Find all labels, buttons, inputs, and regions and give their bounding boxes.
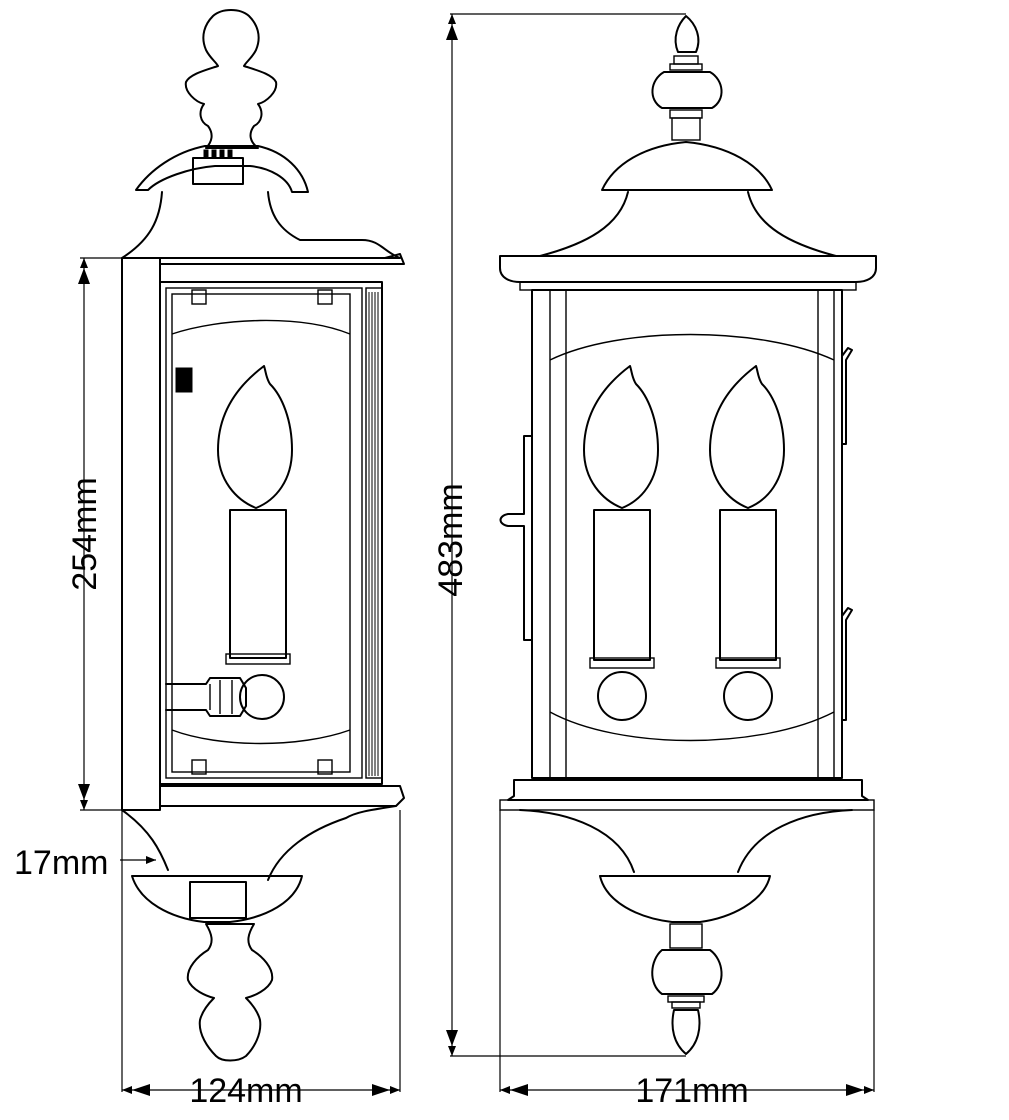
side-support-arm — [165, 677, 247, 717]
front-top-knob — [651, 71, 723, 109]
side-top-collar-teeth — [203, 149, 233, 159]
side-hinge-block — [175, 367, 193, 393]
side-upper-sweep — [121, 191, 401, 259]
front-bottom-knob — [651, 949, 723, 995]
dimension-lines — [78, 13, 875, 1096]
label-wall-offset: 17mm — [14, 844, 108, 882]
front-right-candle-base — [723, 671, 773, 721]
dimension-labels: 483mm 254mm 17mm 124mm 171mm — [14, 477, 749, 1110]
front-body-frame — [531, 289, 843, 779]
front-lower-sweep — [519, 809, 853, 873]
label-width-front: 171mm — [635, 1072, 748, 1110]
side-top-canopy — [135, 145, 309, 193]
side-bottom-bowl — [131, 875, 303, 923]
side-candle-flame — [217, 365, 293, 509]
front-left-candle-sleeve — [593, 509, 651, 661]
side-view-lantern — [121, 9, 405, 1062]
side-candle-base — [239, 674, 285, 720]
front-left-candle-flame — [583, 365, 659, 509]
side-bottom-finial — [186, 923, 274, 1062]
front-top-band — [499, 255, 877, 283]
side-wall-backplate — [121, 257, 161, 811]
side-lower-sweep — [121, 785, 405, 881]
side-top-finial — [184, 9, 278, 149]
side-top-collar — [192, 157, 244, 185]
front-bottom-band — [507, 779, 869, 801]
front-left-latch — [499, 435, 533, 641]
label-height-side: 254mm — [66, 477, 104, 590]
front-left-candle-base — [597, 671, 647, 721]
side-glass-edge — [365, 287, 383, 779]
front-top-canopy — [601, 141, 773, 191]
label-depth-side: 124mm — [189, 1072, 302, 1110]
front-view-lantern — [499, 15, 877, 1055]
front-right-candle-sleeve — [719, 509, 777, 661]
front-bottom-bowl — [599, 875, 771, 923]
front-right-hinges — [841, 347, 853, 721]
front-bottom-finial — [671, 1009, 701, 1055]
front-right-candle-flame — [709, 365, 785, 509]
side-body-frame — [159, 281, 383, 785]
front-top-finial — [674, 15, 700, 53]
side-candle-sleeve — [229, 509, 287, 659]
label-height-front: 483mm — [432, 483, 470, 596]
front-upper-sweep — [539, 191, 837, 257]
